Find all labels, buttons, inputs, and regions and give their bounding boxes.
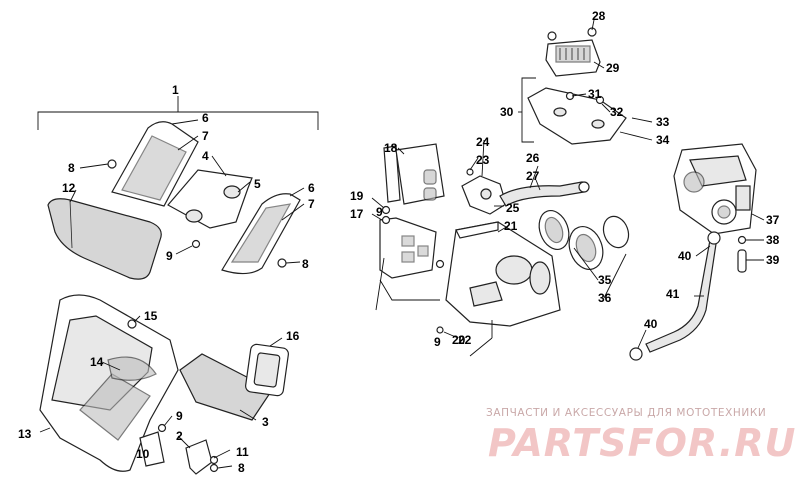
- nut-9-c-icon: [381, 215, 391, 225]
- screw-22-icon: [436, 326, 444, 334]
- washer-11-icon: [209, 455, 219, 465]
- callout-9c: 9: [376, 205, 383, 219]
- screw-8-a-icon: [107, 159, 117, 169]
- callout-27: 27: [526, 169, 540, 183]
- callout-2: 2: [176, 429, 183, 443]
- callout-6a: 6: [202, 111, 209, 125]
- filter-screen-7-top: [111, 121, 199, 207]
- nut-9-b-icon: [157, 423, 167, 433]
- airbox-base-20: [445, 221, 561, 327]
- filter-frame-16: [245, 343, 289, 397]
- callout-8a: 8: [68, 161, 75, 175]
- callout-6b: 6: [308, 181, 315, 195]
- nut-9-d-icon: [435, 259, 445, 269]
- callout-35: 35: [598, 273, 612, 287]
- assembly-bracket-1: [37, 111, 319, 130]
- callout-26: 26: [526, 151, 540, 165]
- callout-34: 34: [656, 133, 670, 147]
- leader-lines-right: [371, 19, 765, 357]
- callout-23: 23: [476, 153, 490, 167]
- bracket-2: [185, 439, 213, 475]
- callout-39: 39: [766, 253, 780, 267]
- screw-23-icon: [466, 168, 474, 176]
- callout-3: 3: [262, 415, 269, 429]
- callout-40a: 40: [678, 249, 692, 263]
- screw-28-a-icon: [547, 31, 557, 41]
- callout-9a: 9: [166, 249, 173, 263]
- callout-12: 12: [62, 181, 76, 195]
- callout-7a: 7: [202, 129, 209, 143]
- callout-11: 11: [236, 445, 249, 459]
- throttle-body-37: [673, 143, 757, 235]
- callout-4: 4: [202, 149, 209, 163]
- foam-filter-3: [179, 353, 273, 421]
- intake-cover-29: [545, 39, 601, 77]
- callout-17: 17: [350, 207, 364, 221]
- callout-14: 14: [90, 355, 104, 369]
- callout-25: 25: [506, 201, 520, 215]
- callout-19: 19: [350, 189, 364, 203]
- nut-9-a-icon: [191, 239, 201, 249]
- sensor-39: [737, 249, 747, 273]
- callout-13: 13: [18, 427, 32, 441]
- foam-filter-12: [47, 198, 162, 280]
- callout-36: 36: [598, 291, 612, 305]
- callout-37: 37: [766, 213, 780, 227]
- filter-screen-7-right: [221, 193, 301, 275]
- grommet-32-icon: [595, 95, 605, 105]
- callout-16: 16: [286, 329, 300, 343]
- callout-1: 1: [172, 83, 179, 97]
- tube-27: [499, 181, 590, 207]
- callout-29: 29: [606, 61, 620, 75]
- callout-8c: 8: [238, 461, 245, 475]
- callout-9b: 9: [176, 409, 183, 423]
- watermark-logo-text: PARTSFOR.RU: [488, 421, 796, 465]
- bracket-10: [139, 431, 165, 467]
- clamp-ring: [602, 215, 630, 249]
- callout-5: 5: [254, 177, 261, 191]
- actuator-24: [461, 175, 507, 215]
- bracket-housing-17: [379, 217, 437, 279]
- callout-32: 32: [610, 105, 624, 119]
- callout-28: 28: [592, 9, 606, 23]
- callout-20: 20: [452, 333, 466, 347]
- coupler-35: [538, 210, 570, 250]
- airbox-lid-4: [167, 169, 253, 229]
- coupler-36: [568, 226, 604, 270]
- callout-41: 41: [666, 287, 680, 301]
- screw-19-icon: [381, 205, 391, 215]
- callout-31: 31: [588, 87, 602, 101]
- screw-8-b-icon: [277, 258, 287, 268]
- leader-lines-left: [39, 119, 305, 469]
- filter-cover-18: [383, 143, 445, 205]
- watermark-tagline: ЗАПЧАСТИ И АКСЕССУАРЫ ДЛЯ МОТОТЕХНИКИ: [486, 407, 766, 419]
- callout-8b: 8: [302, 257, 309, 271]
- clip-38-icon: [737, 235, 747, 245]
- screw-8-c-icon: [209, 463, 219, 473]
- callout-30: 30: [500, 105, 514, 119]
- hose-41: [645, 231, 721, 353]
- assembly-bracket-30: [521, 77, 536, 143]
- callout-21: 21: [504, 219, 518, 233]
- callout-22: 22: [458, 333, 472, 347]
- callout-7b: 7: [308, 197, 315, 211]
- callout-15: 15: [144, 309, 158, 323]
- callout-33: 33: [656, 115, 670, 129]
- hose-clamp-40-icon: [629, 347, 643, 361]
- callout-9d: 9: [434, 335, 441, 349]
- front-panel-13: [39, 294, 179, 472]
- callout-38: 38: [766, 233, 780, 247]
- callout-18: 18: [384, 141, 398, 155]
- callout-24: 24: [476, 135, 490, 149]
- callout-10: 10: [136, 447, 150, 461]
- callout-40b: 40: [644, 317, 658, 331]
